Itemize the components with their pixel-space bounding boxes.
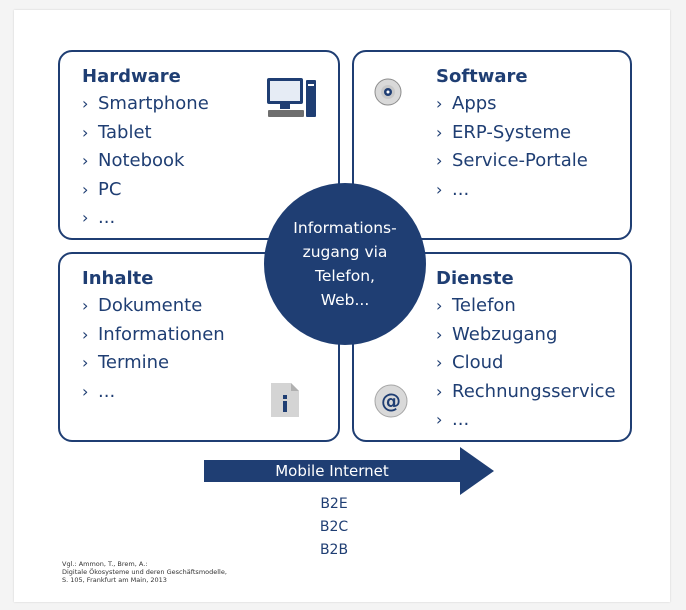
- hardware-title: Hardware: [82, 66, 181, 87]
- chevron-right-icon: ›: [436, 151, 443, 170]
- inhalte-list: ›Dokumente ›Informationen ›Termine ›...: [82, 292, 225, 406]
- dienste-list: ›Telefon ›Webzugang ›Cloud ›Rechnungsser…: [436, 292, 616, 435]
- chevron-right-icon: ›: [436, 410, 443, 429]
- chevron-right-icon: ›: [436, 353, 443, 372]
- chevron-right-icon: ›: [82, 151, 89, 170]
- list-item: ›Telefon: [436, 292, 616, 321]
- mobile-internet-arrow: [204, 447, 494, 495]
- list-item: ›Cloud: [436, 349, 616, 378]
- chevron-right-icon: ›: [436, 296, 443, 315]
- list-item: ›Apps: [436, 90, 588, 119]
- list-item: ›...: [436, 176, 588, 205]
- center-text: Informations- zugang via Telefon, Web...: [293, 219, 397, 309]
- chevron-right-icon: ›: [436, 94, 443, 113]
- list-item: ›...: [82, 204, 209, 233]
- chevron-right-icon: ›: [436, 381, 443, 401]
- list-item: ›Notebook: [82, 147, 209, 176]
- chevron-right-icon: ›: [82, 296, 89, 315]
- chevron-right-icon: ›: [82, 179, 89, 199]
- list-item: ›Rechnungsservice: [436, 378, 616, 407]
- cd-icon: [374, 78, 402, 106]
- list-item: ›Informationen: [82, 321, 225, 350]
- hardware-box: Hardware ›Smartphone ›Tablet ›Notebook ›…: [58, 50, 340, 240]
- list-item: ›Service-Portale: [436, 147, 588, 176]
- list-item: ›Tablet: [82, 119, 209, 148]
- hardware-list: ›Smartphone ›Tablet ›Notebook ›PC ›...: [82, 90, 209, 233]
- chevron-right-icon: ›: [436, 324, 443, 344]
- svg-text:@: @: [381, 389, 401, 413]
- citation: Vgl.: Ammon, T., Brem, A.: Digitale Ökos…: [62, 560, 227, 584]
- b2e-label: B2E: [320, 496, 348, 512]
- software-title: Software: [436, 66, 528, 87]
- b2b-label: B2B: [319, 542, 349, 558]
- inhalte-title: Inhalte: [82, 268, 154, 289]
- list-item: ›Webzugang: [436, 321, 616, 350]
- chevron-right-icon: ›: [82, 324, 89, 344]
- center-circle: Informations- zugang via Telefon, Web...: [264, 183, 426, 345]
- list-item: ›...: [82, 378, 225, 407]
- computer-icon: [267, 78, 316, 117]
- list-item: ›Dokumente: [82, 292, 225, 321]
- chevron-right-icon: ›: [82, 94, 89, 113]
- page: Hardware ›Smartphone ›Tablet ›Notebook ›…: [14, 10, 670, 602]
- chevron-right-icon: ›: [436, 179, 443, 199]
- b2c-label: B2C: [319, 519, 349, 535]
- list-item: ›...: [436, 406, 616, 435]
- chevron-right-icon: ›: [82, 208, 89, 227]
- list-item: ›Termine: [82, 349, 225, 378]
- info-document-icon: [271, 383, 299, 417]
- arrow-label: Mobile Internet: [275, 462, 389, 480]
- chevron-right-icon: ›: [82, 122, 89, 142]
- at-sign-icon: @: [374, 384, 408, 418]
- list-item: ›ERP-Systeme: [436, 119, 588, 148]
- software-list: ›Apps ›ERP-Systeme ›Service-Portale ›...: [436, 90, 588, 204]
- list-item: ›PC: [82, 176, 209, 205]
- dienste-title: Dienste: [436, 268, 514, 289]
- chevron-right-icon: ›: [82, 381, 89, 401]
- chevron-right-icon: ›: [82, 353, 89, 372]
- chevron-right-icon: ›: [436, 122, 443, 142]
- list-item: ›Smartphone: [82, 90, 209, 119]
